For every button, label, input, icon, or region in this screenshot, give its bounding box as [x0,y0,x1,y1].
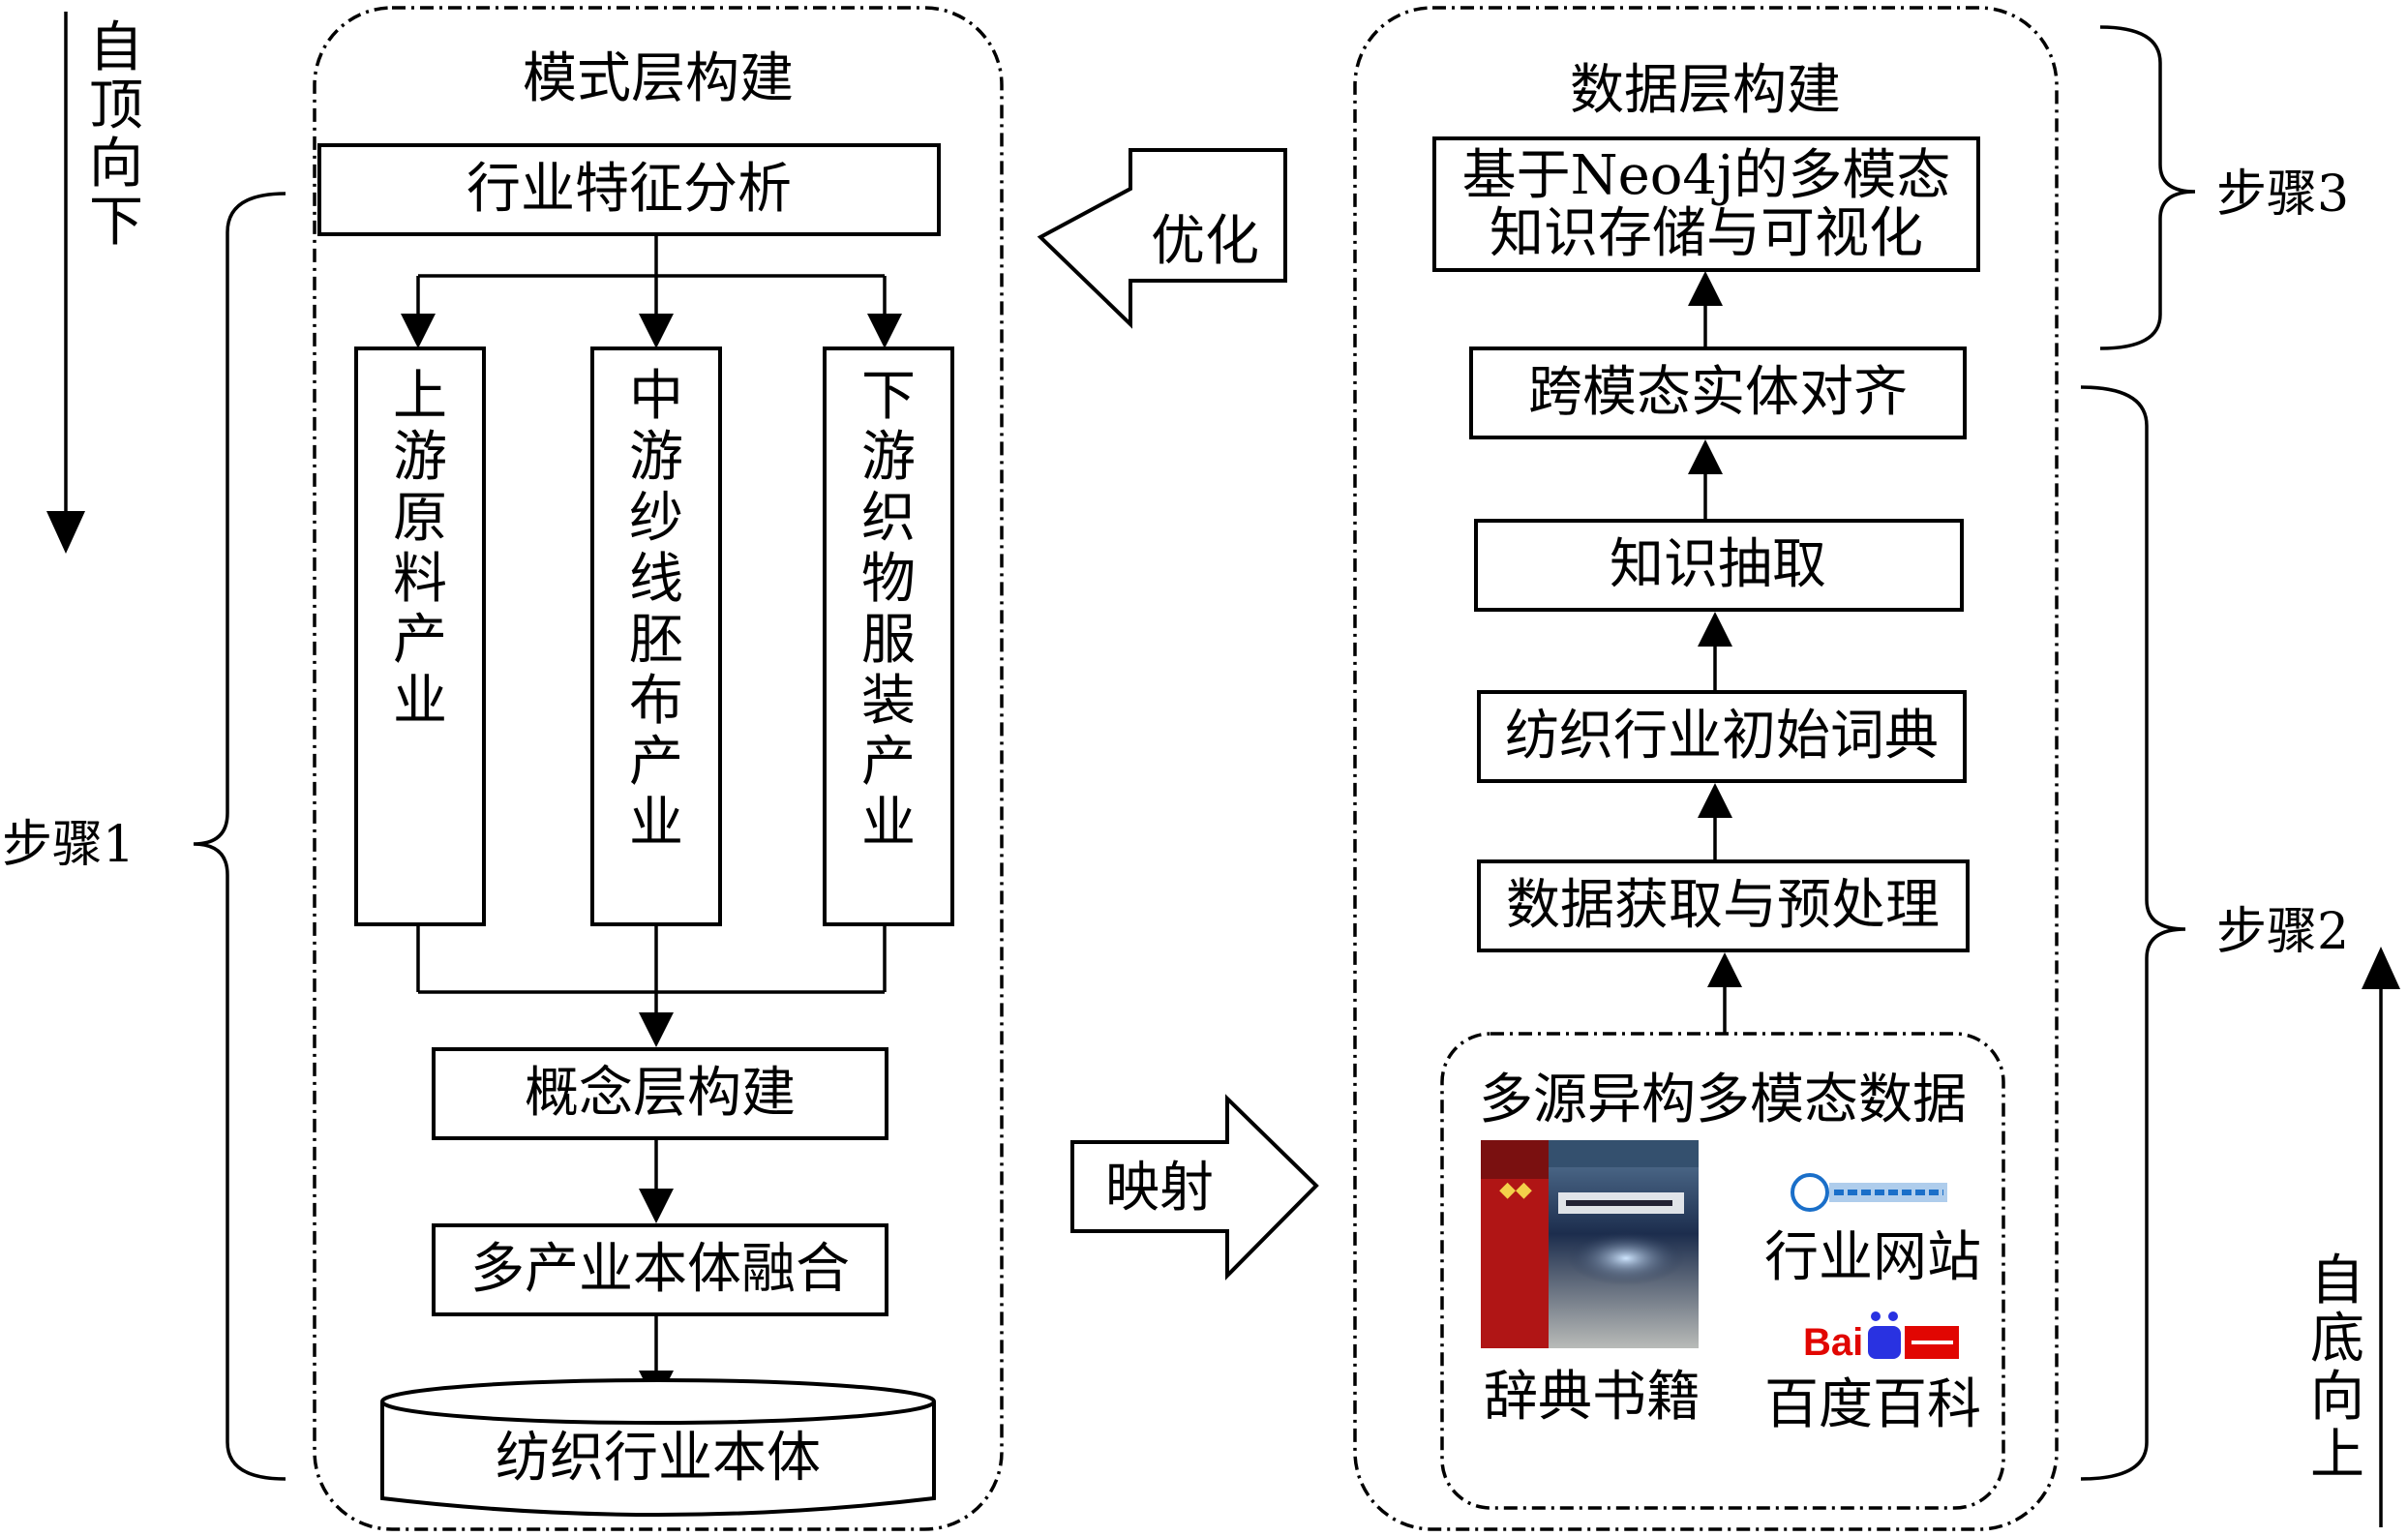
midstream-industry-box: 中 游 纱 线 胚 布 产 业 [590,347,722,926]
dictionary-books-label: 辞典书籍 [1484,1366,1701,1429]
svg-text:概念层构建: 概念层构建 [525,1062,796,1125]
multi-source-data-title: 多源异构多模态数据 [1479,1069,1967,1131]
step3-label: 步骤3 [2216,166,2349,224]
bottom-up-char-2: 底 [2310,1308,2364,1371]
svg-text:织: 织 [861,487,916,550]
svg-text:线: 线 [629,548,683,611]
svg-text:下: 下 [861,365,916,428]
svg-text:纺织行业初始词典: 纺织行业初始词典 [1505,705,1939,768]
step1-label: 步骤1 [2,816,135,874]
dictionary-books-image: ◆◆ [1481,1140,1699,1348]
schema-layer-title: 模式层构建 [523,47,794,110]
svg-text:游: 游 [629,426,683,489]
top-down-indicator: 自 顶 向 下 [46,12,143,554]
svg-text:上: 上 [393,365,447,428]
multi-source-data-panel [1440,1032,2005,1510]
svg-text:产: 产 [393,609,447,672]
svg-text:原: 原 [393,487,447,550]
svg-text:装: 装 [861,670,916,733]
svg-text:基于Neo4j的多模态: 基于Neo4j的多模态 [1462,144,1951,207]
step2-brace [2080,385,2186,1481]
svg-text:服: 服 [861,609,916,672]
svg-text:业: 业 [393,670,447,733]
svg-text:游: 游 [393,426,447,489]
svg-text:Bai: Bai [1803,1321,1863,1364]
knowledge-extraction-box: 知识抽取 [1474,519,1964,612]
cross-modal-alignment-box: 跨模态实体对齐 [1469,347,1967,439]
svg-text:游: 游 [861,426,916,489]
svg-text:业: 业 [629,792,683,855]
industry-analysis-box: 行业特征分析 [317,143,941,236]
svg-text:胚: 胚 [629,609,683,672]
neo4j-storage-box: 基于Neo4j的多模态 知识存储与可视化 [1432,136,1980,272]
textile-ontology-cylinder: 纺织行业本体 [380,1378,936,1517]
initial-dictionary-box: 纺织行业初始词典 [1477,690,1967,783]
step3-brace [2099,25,2196,350]
step2-label: 步骤2 [2216,903,2349,961]
concept-layer-box: 概念层构建 [432,1047,888,1140]
baidu-baike-label: 百度百科 [1764,1373,1981,1436]
top-down-char-3: 向 [89,133,143,196]
svg-text:产: 产 [861,731,916,794]
svg-text:物: 物 [861,548,916,611]
multi-industry-fusion-box: 多产业本体融合 [432,1223,888,1316]
data-layer-panel [1353,6,2059,1531]
schema-layer-panel [313,6,1004,1531]
svg-text:纺织行业本体: 纺织行业本体 [496,1427,821,1490]
svg-text:知识抽取: 知识抽取 [1610,533,1826,596]
svg-text:◆◆: ◆◆ [1499,1178,1532,1202]
top-down-char-4: 下 [89,191,143,254]
baidu-baike-logo: Bai [1803,1311,1959,1364]
svg-text:产: 产 [629,731,683,794]
upstream-industry-box: 上 游 原 料 产 业 [354,347,486,926]
svg-text:多产业本体融合: 多产业本体融合 [470,1238,850,1301]
svg-text:行业特征分析: 行业特征分析 [467,158,792,221]
svg-text:布: 布 [629,670,683,733]
bottom-up-char-1: 自 [2310,1250,2364,1312]
svg-text:纱: 纱 [629,487,683,550]
svg-text:数据获取与预处理: 数据获取与预处理 [1506,874,1940,937]
svg-text:优化: 优化 [1151,210,1259,273]
industry-website-label: 行业网站 [1764,1226,1981,1289]
svg-text:业: 业 [861,792,916,855]
svg-text:跨模态实体对齐: 跨模态实体对齐 [1528,361,1908,424]
bottom-up-char-4: 上 [2310,1424,2364,1487]
top-down-char-2: 顶 [89,75,143,137]
svg-text:料: 料 [393,548,447,611]
top-down-char-1: 自 [89,16,143,79]
step1-brace [193,192,286,1481]
industry-website-logo [1791,1173,1947,1212]
svg-text:中: 中 [629,365,683,428]
data-acquisition-box: 数据获取与预处理 [1477,859,1970,952]
bottom-up-char-3: 向 [2310,1366,2364,1429]
data-layer-title: 数据层构建 [1570,59,1841,122]
svg-text:映射: 映射 [1105,1157,1214,1220]
optimize-arrow: 优化 [1037,148,1287,329]
mapping-arrow: 映射 [1070,1094,1319,1281]
svg-text:知识存储与可视化: 知识存储与可视化 [1490,202,1923,265]
downstream-industry-box: 下 游 织 物 服 装 产 业 [823,347,954,926]
bottom-up-indicator: 自 底 向 上 [2310,947,2400,1527]
